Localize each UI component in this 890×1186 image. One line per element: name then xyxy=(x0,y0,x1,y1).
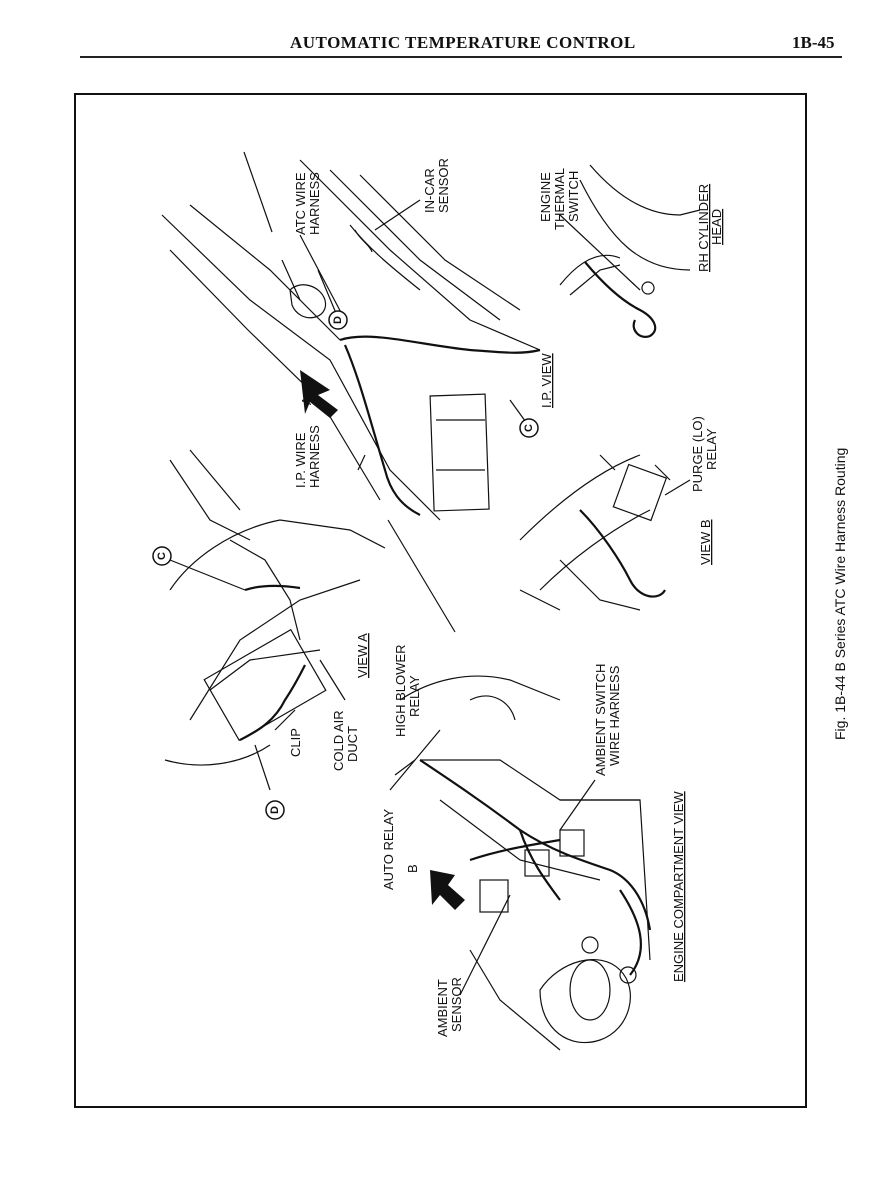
figure-caption: Fig. 1B-44 B Series ATC Wire Harness Rou… xyxy=(832,448,848,740)
label-purge-relay-2: RELAY xyxy=(704,428,719,470)
label-atc-wire-harness-2: HARNESS xyxy=(307,172,322,235)
label-engine-thermal-switch-3: SWITCH xyxy=(566,171,581,222)
label-ambient-sensor-2: SENSOR xyxy=(449,977,464,1032)
label-view-b: VIEW B xyxy=(698,519,713,565)
label-high-blower-relay-2: RELAY xyxy=(407,675,422,717)
label-auto-relay: AUTO RELAY xyxy=(381,809,396,890)
header-rule xyxy=(80,56,842,58)
figure-frame xyxy=(74,93,807,1108)
label-ambient-switch-1: AMBIENT SWITCH xyxy=(593,664,608,776)
label-cold-air-duct-2: DUCT xyxy=(345,726,360,762)
label-ambient-switch-2: WIRE HARNESS xyxy=(607,665,622,766)
illustration-linework xyxy=(161,151,701,1051)
svg-text:D: D xyxy=(332,316,344,324)
arrow-a-shape xyxy=(300,370,338,418)
callout-d-view-a: D xyxy=(265,800,285,820)
label-arrow-a: A xyxy=(299,396,314,405)
figure-labels: ATC WIRE HARNESS IN-CAR SENSOR ENGINE TH… xyxy=(288,158,724,1037)
label-rh-cylinder-head-2: HEAD xyxy=(709,209,724,245)
callout-c-ip: C xyxy=(519,418,539,438)
svg-text:D: D xyxy=(269,806,281,814)
label-ip-wire-harness-2: HARNESS xyxy=(307,425,322,488)
callout-d-ip: D xyxy=(328,310,348,330)
label-ip-view: I.P. VIEW xyxy=(539,353,554,408)
svg-text:C: C xyxy=(156,552,168,560)
label-atc-wire-harness-1: ATC WIRE xyxy=(293,172,308,235)
label-ip-wire-harness-1: I.P. WIRE xyxy=(293,432,308,488)
label-ambient-sensor-1: AMBIENT xyxy=(435,979,450,1037)
label-in-car-sensor-1: IN-CAR xyxy=(422,168,437,213)
label-arrow-b: B xyxy=(405,864,420,873)
page-number: 1B-45 xyxy=(792,33,835,52)
page-header: AUTOMATIC TEMPERATURE CONTROL 1B-45 xyxy=(0,0,890,60)
callout-c-view-a: C xyxy=(152,546,172,566)
page-title: AUTOMATIC TEMPERATURE CONTROL xyxy=(290,33,636,52)
label-rh-cylinder-head-1: RH CYLINDER xyxy=(696,184,711,272)
label-cold-air-duct-1: COLD AIR xyxy=(331,710,346,771)
label-engine-compartment-view: ENGINE COMPARTMENT VIEW xyxy=(671,791,686,982)
label-engine-thermal-switch-2: THERMAL xyxy=(552,168,567,230)
label-view-a: VIEW A xyxy=(355,633,370,678)
arrow-b-shape xyxy=(430,870,465,910)
label-high-blower-relay-1: HIGH BLOWER xyxy=(393,645,408,737)
label-purge-relay-1: PURGE (LO) xyxy=(690,416,705,492)
svg-text:C: C xyxy=(523,424,535,432)
label-in-car-sensor-2: SENSOR xyxy=(436,158,451,213)
label-clip: CLIP xyxy=(288,728,303,757)
label-engine-thermal-switch-1: ENGINE xyxy=(538,172,553,222)
